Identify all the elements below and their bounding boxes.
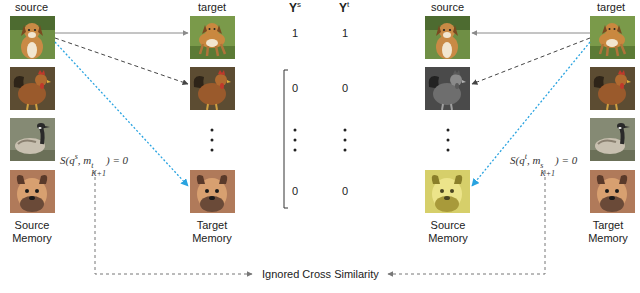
subscript: K+1 (91, 170, 106, 178)
chicken-image (590, 67, 635, 110)
yorkie-image (190, 170, 235, 213)
label-value: 1 (292, 27, 298, 40)
note-text: Ignored Cross Similarity (262, 268, 379, 281)
formula-text: , m (78, 154, 91, 166)
superscript: s (540, 162, 555, 170)
gray-chicken-image (425, 67, 470, 110)
superscript: t (347, 0, 349, 9)
goose-image (10, 118, 55, 161)
cross-arrow (472, 42, 590, 186)
memory-caption: Target Memory (583, 219, 633, 245)
positive-arrow (472, 33, 590, 34)
label-vector-symbol: Yt (339, 0, 349, 15)
formula-text: ) = 0 (106, 154, 128, 166)
negative-arrow (55, 38, 188, 84)
goose-image (590, 118, 635, 161)
yorkie-image (590, 170, 635, 213)
memory-caption: Source Memory (423, 219, 473, 245)
column-title: target (198, 1, 226, 14)
column-title: target (597, 1, 625, 14)
cross-arrow (55, 42, 188, 186)
dog-image (425, 16, 470, 59)
formula-text: ) = 0 (555, 154, 577, 166)
script-stack: sK+1 (540, 162, 555, 178)
positive-arrow (55, 33, 188, 34)
column-title: source (431, 1, 464, 14)
formula-text: S(q (60, 154, 75, 166)
yorkie-image (10, 170, 55, 213)
label-value: 0 (342, 82, 348, 95)
formula-text: , m (527, 154, 540, 166)
superscript: t (525, 152, 527, 161)
dog-image (10, 16, 55, 59)
subscript: K+1 (540, 170, 555, 178)
dog-image (590, 16, 635, 59)
label-value: 0 (342, 185, 348, 198)
script-stack: tK+1 (91, 162, 106, 178)
label-value: 0 (292, 82, 298, 95)
superscript: s (297, 0, 301, 9)
superscript: t (91, 162, 106, 170)
yellow-yorkie-image (425, 170, 470, 213)
chicken-image (10, 67, 55, 110)
leader-line (388, 171, 545, 274)
formula-text: Y (339, 1, 347, 15)
chicken-image (190, 67, 235, 110)
similarity-formula: S(qs, mtK+1) = 0 (60, 150, 128, 178)
memory-caption: Source Memory (7, 219, 57, 245)
column-title: source (15, 1, 48, 14)
similarity-formula: S(qt, msK+1) = 0 (510, 150, 577, 178)
bracket (284, 70, 288, 208)
negative-arrow (472, 38, 590, 84)
formula-text: S(q (510, 154, 525, 166)
label-value: 0 (292, 185, 298, 198)
label-vector-symbol: Ys (289, 0, 301, 15)
formula-text: Y (289, 1, 297, 15)
memory-caption: Target Memory (187, 219, 237, 245)
label-value: 1 (342, 27, 348, 40)
superscript: s (75, 152, 78, 161)
vertical-ellipsis (211, 129, 450, 152)
leader-line (95, 171, 252, 274)
dog-image (190, 16, 235, 59)
